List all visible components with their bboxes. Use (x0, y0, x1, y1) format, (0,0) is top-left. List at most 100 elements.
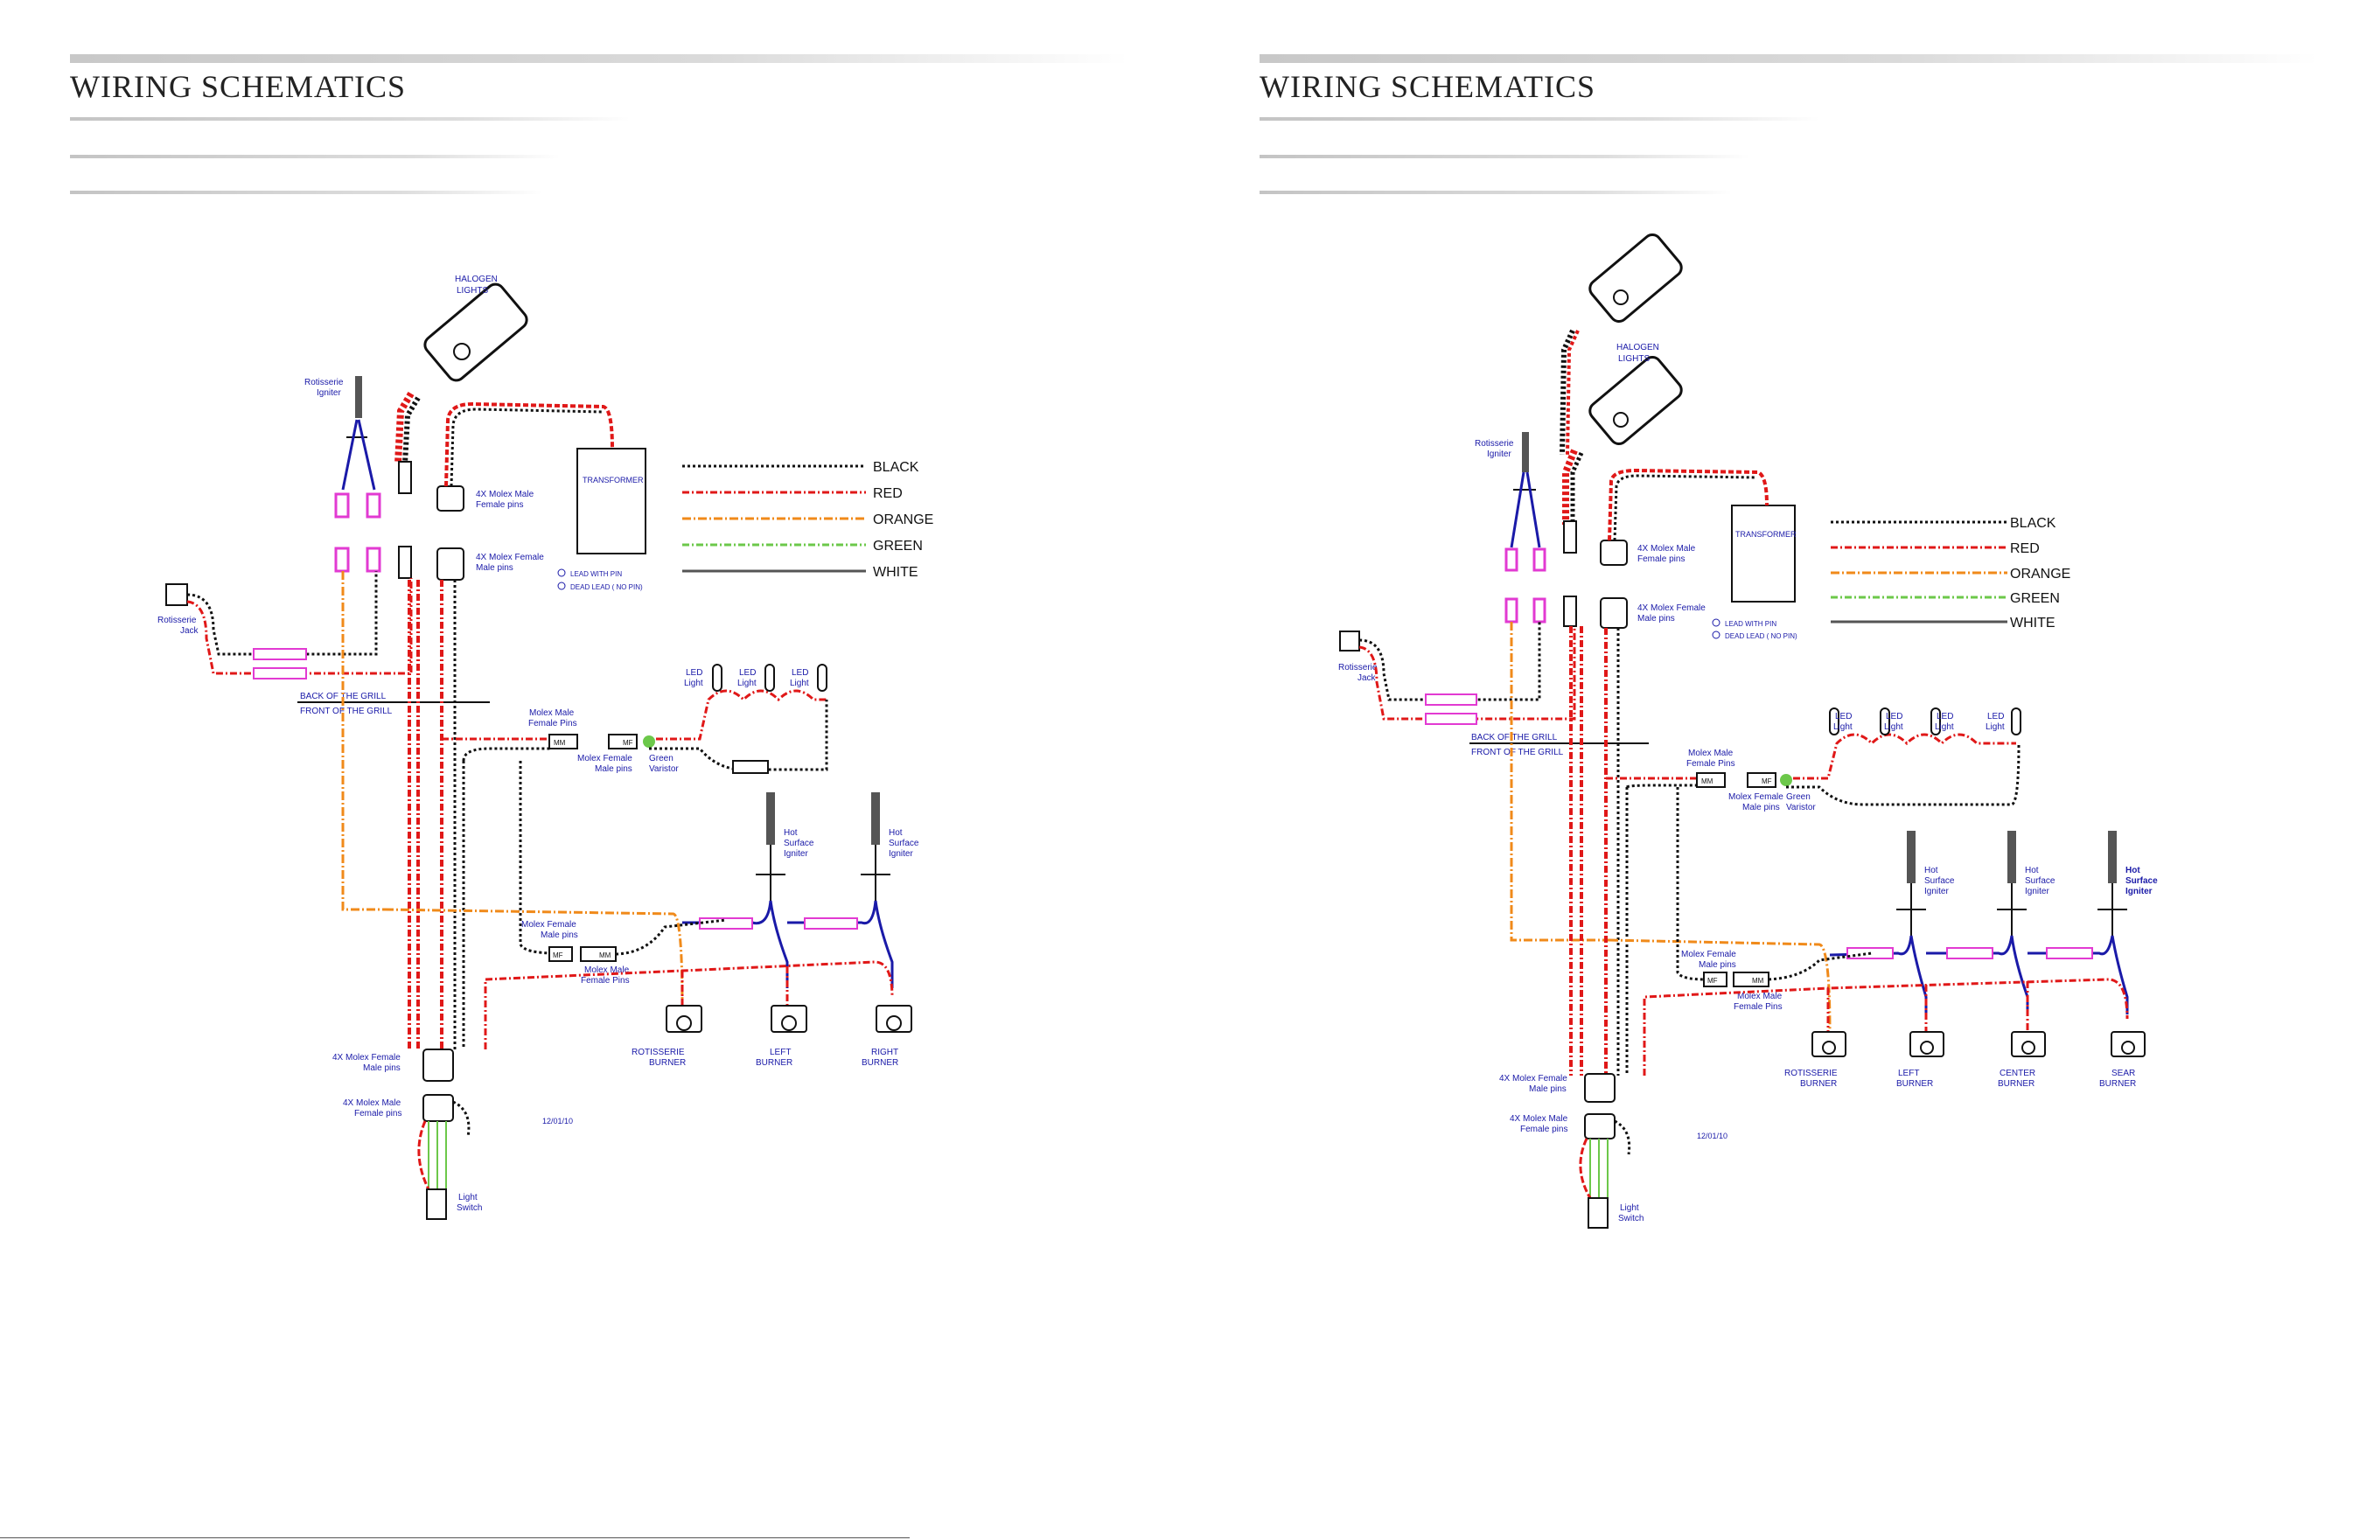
led-light-icon (712, 664, 722, 692)
center-burner-2: BURNER (1998, 1079, 2035, 1089)
molex-female-mid-2: Male pins (1742, 803, 1780, 812)
molex-male-mid-1: Molex Male (529, 708, 575, 718)
led-light-icon (1829, 707, 1839, 735)
mm-label: MM (1752, 977, 1764, 985)
molex-female-mid-1: Molex Female (577, 754, 632, 763)
led-label-1: LED (1886, 712, 1902, 721)
molex-mm-connector (548, 734, 578, 749)
hot-surface-1: Hot (784, 828, 798, 838)
header-bar (70, 54, 1128, 63)
molex-male-bottom-2: Female pins (1520, 1125, 1567, 1134)
led-label-1: LED (1937, 712, 1953, 721)
legend-black: BLACK (873, 460, 919, 475)
terminal (366, 492, 381, 519)
sear-burner-1: SEAR (2111, 1069, 2135, 1078)
connector (398, 546, 412, 579)
molex-male-bottom-1: 4X Molex Male (343, 1098, 401, 1108)
light-switch-2: Switch (457, 1203, 482, 1213)
molex-male-low-1: Molex Male (1737, 992, 1783, 1001)
led-label-2: Light (684, 679, 703, 688)
molex-female-top-2: Male pins (1637, 614, 1675, 624)
lead-with-pin-label: LEAD WITH PIN (570, 570, 622, 578)
rotisserie-burner-2: BURNER (649, 1058, 686, 1068)
molex-male-bottom-1: 4X Molex Male (1510, 1114, 1568, 1124)
varistor-icon (1780, 774, 1792, 786)
molex-male-mid-2: Female Pins (1686, 759, 1735, 769)
led-light-icon (1880, 707, 1890, 735)
burner-valve-icon (2011, 1031, 2046, 1057)
lead-with-pin-label: LEAD WITH PIN (1725, 620, 1776, 628)
led-label-1: LED (1835, 712, 1852, 721)
legend-red: RED (2010, 541, 2040, 556)
page-title: WIRING SCHEMATICS (70, 69, 407, 104)
led-light-icon (1930, 707, 1941, 735)
led-label-2: Light (1935, 722, 1954, 732)
hot-surface-igniter-icon (871, 792, 880, 845)
molex-female-top-1: 4X Molex Female (1637, 603, 1706, 613)
light-switch-2: Switch (1618, 1214, 1644, 1223)
hot-surface-1: Hot (1924, 866, 1938, 875)
molex-male-low-2: Female Pins (581, 976, 630, 986)
legend-black: BLACK (2010, 516, 2056, 531)
molex-connector-4x (422, 1094, 454, 1122)
rotisserie-jack-2: Jack (1358, 673, 1377, 683)
hot-surface-3: Igniter (889, 849, 913, 859)
led-label-2: Light (737, 679, 757, 688)
molex-female-bottom-1: 4X Molex Female (332, 1053, 401, 1063)
mm-label: MM (599, 951, 611, 959)
right-page: WIRING SCHEMATICS HALOGEN LIGHTS 4X Mole… (1190, 0, 2379, 1540)
divider (70, 155, 560, 158)
molex-female-low-1: Molex Female (1681, 950, 1736, 959)
hot-surface-igniter-icon (2007, 831, 2016, 883)
halogen-label-1: HALOGEN (455, 275, 498, 284)
molex-female-top-1: 4X Molex Female (476, 553, 544, 562)
molex-connector-4x (1600, 540, 1628, 566)
back-of-grill-label: BACK OF THE GRILL (300, 692, 387, 701)
burner-valve-icon (2111, 1031, 2146, 1057)
hot-surface-3: Igniter (2125, 887, 2153, 896)
hot-surface-1: Hot (2025, 866, 2039, 875)
led-label-2: Light (1884, 722, 1903, 732)
halogen-light-icon (1588, 233, 1683, 324)
legend-white: WHITE (873, 565, 918, 580)
hot-surface-3: Igniter (784, 849, 808, 859)
sear-burner-2: BURNER (2099, 1079, 2136, 1089)
molex-female-mid-1: Molex Female (1728, 792, 1783, 802)
rotisserie-igniter-2: Igniter (317, 388, 341, 398)
molex-connector-4x (1584, 1113, 1616, 1139)
led-label-1: LED (686, 668, 702, 678)
burner-valve-icon (876, 1005, 912, 1033)
halogen-label-1: HALOGEN (1616, 343, 1659, 352)
left-page: WIRING SCHEMATICS HALOGEN LIGHTS 4X Mole… (70, 54, 1128, 1220)
molex-male-top-1: 4X Molex Male (476, 490, 534, 499)
legend-green: GREEN (873, 539, 923, 554)
molex-male-mid-1: Molex Male (1688, 749, 1734, 758)
molex-female-bottom-1: 4X Molex Female (1499, 1074, 1567, 1084)
molex-female-low-2: Male pins (541, 930, 578, 940)
hot-surface-3: Igniter (2025, 887, 2049, 896)
green-varistor-2: Varistor (649, 764, 679, 774)
right-burner-1: RIGHT (871, 1048, 898, 1057)
left-burner-2: BURNER (756, 1058, 792, 1068)
molex-male-mid-2: Female Pins (528, 719, 577, 728)
light-switch-1: Light (458, 1193, 478, 1202)
hot-surface-2: Surface (889, 839, 919, 848)
molex-female-low-1: Molex Female (521, 920, 576, 930)
green-varistor-2: Varistor (1786, 803, 1816, 812)
mm-label: MM (1701, 777, 1713, 785)
dead-lead-label: DEAD LEAD ( NO PIN) (570, 583, 643, 591)
mf-label: MF (623, 739, 633, 747)
led-light-icon (817, 664, 827, 692)
molex-mm-connector (1696, 772, 1726, 788)
molex-mf-connector (1703, 972, 1727, 987)
legend: BLACK RED ORANGE GREEN WHITE (682, 460, 933, 580)
molex-male-top-2: Female pins (476, 500, 523, 510)
igniter-icon (1522, 432, 1529, 472)
halogen-label-2: LIGHTS (1618, 354, 1650, 364)
left-burner-1: LEFT (1898, 1069, 1919, 1078)
burner-valve-icon (1909, 1031, 1944, 1057)
terminal (1532, 597, 1546, 624)
molex-connector-4x (1584, 1073, 1616, 1103)
transformer-label: TRANSFORMER (1735, 530, 1797, 539)
green-varistor-1: Green (1786, 792, 1811, 802)
